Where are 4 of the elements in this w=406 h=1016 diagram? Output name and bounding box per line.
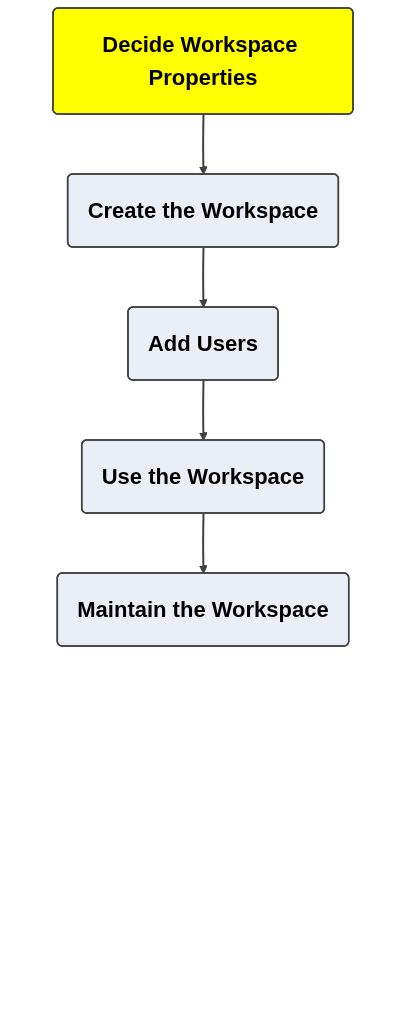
arrow (198, 246, 208, 308)
arrow (198, 379, 208, 441)
arrow (198, 113, 208, 175)
arrow (198, 512, 208, 574)
